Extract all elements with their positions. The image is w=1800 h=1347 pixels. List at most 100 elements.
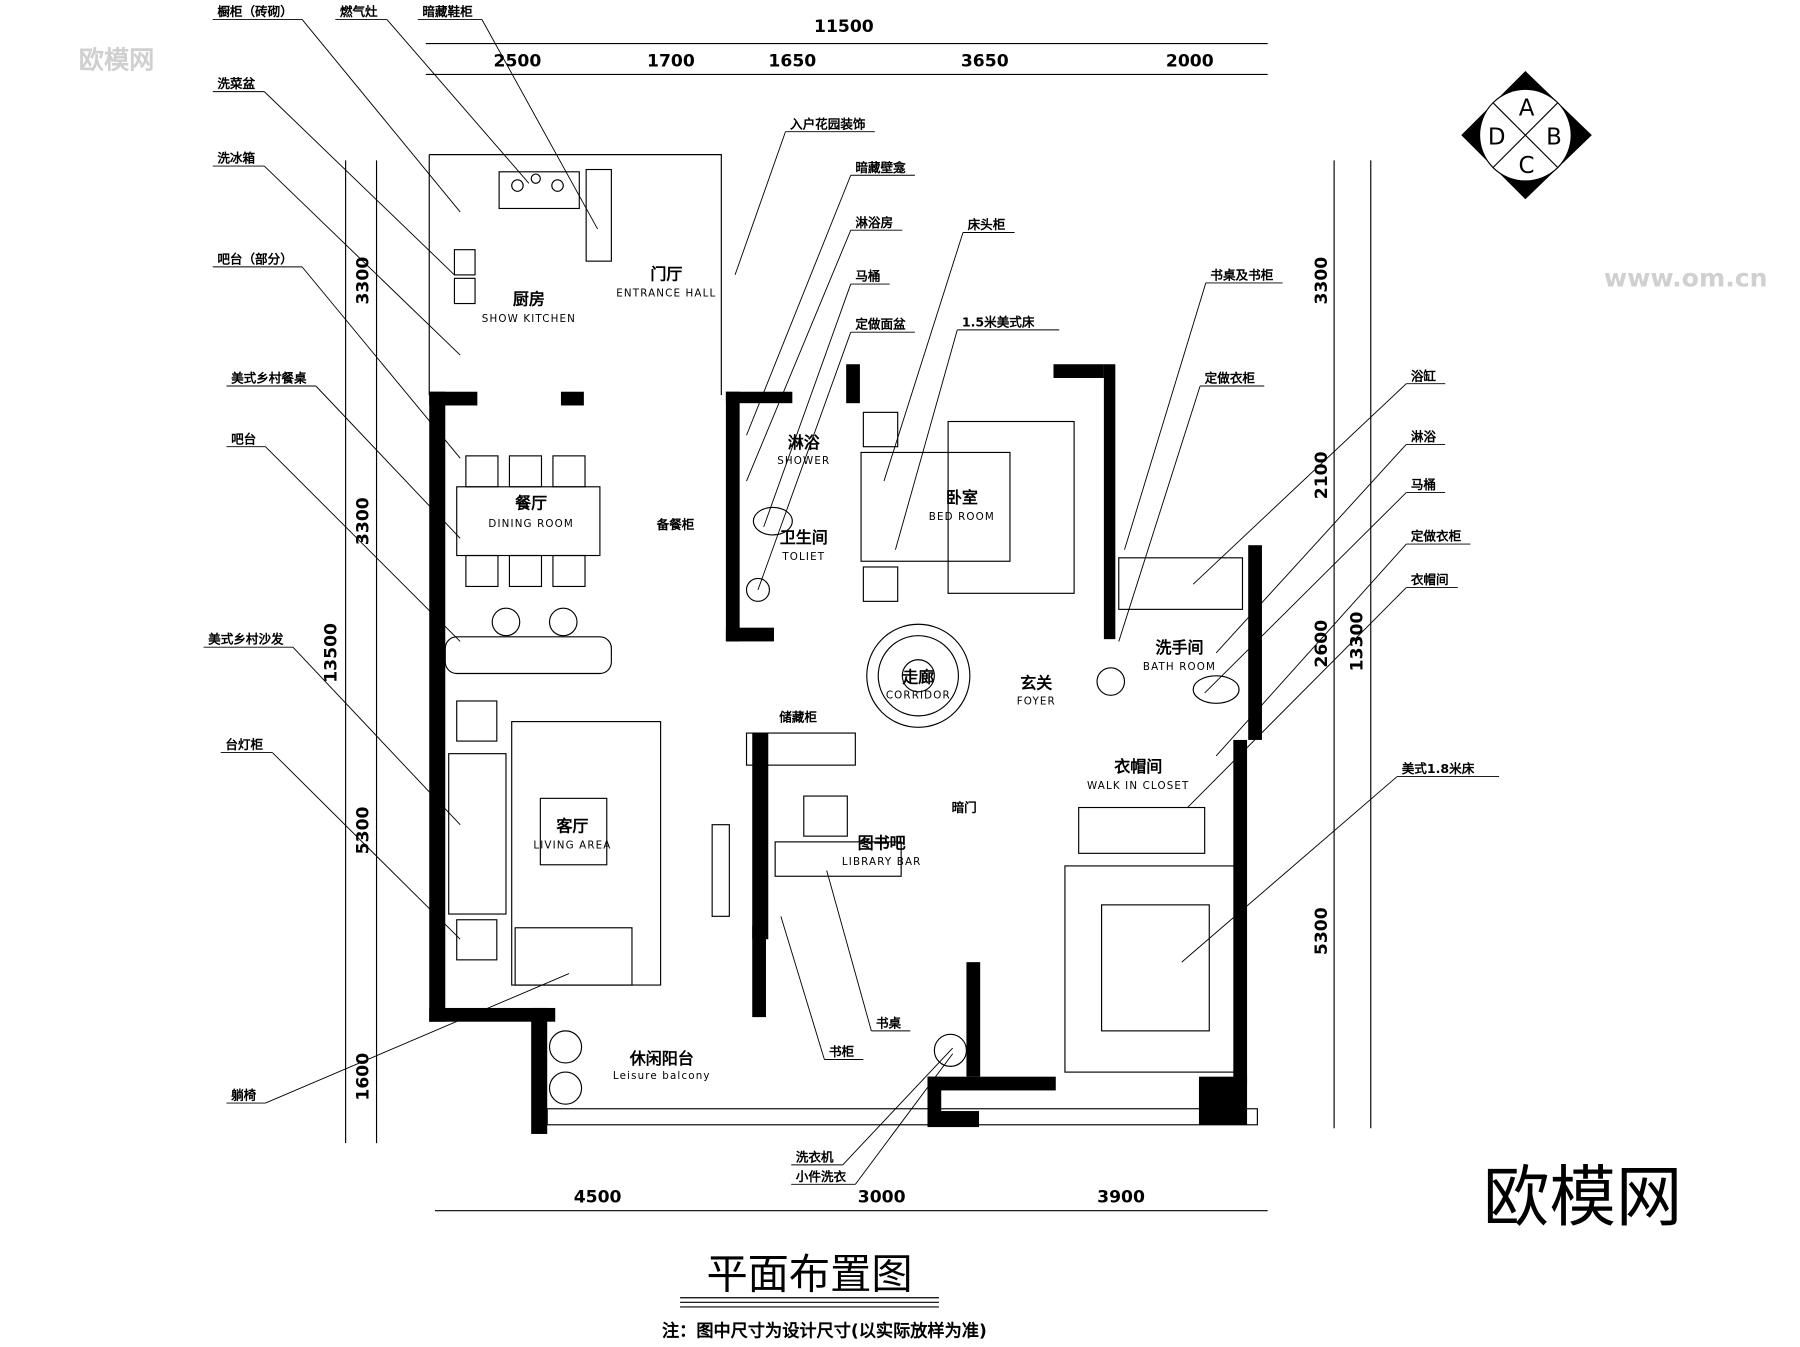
dim-right: 3300	[1312, 257, 1332, 305]
leader-line	[1204, 492, 1407, 694]
leader-label: 吧台	[231, 431, 256, 446]
leader-label: 洗冰箱	[217, 151, 255, 166]
watermark-url: www.om.cn	[1604, 263, 1768, 292]
room-name-en: WALK IN CLOSET	[1087, 780, 1189, 792]
room-name-en: SHOW KITCHEN	[482, 313, 576, 325]
leader-label: 书桌及书柜	[1210, 267, 1273, 282]
room-name: 洗手间	[1155, 638, 1203, 657]
leader-line	[263, 165, 461, 356]
leader-line	[271, 752, 461, 940]
dim-left: 3300	[354, 497, 374, 545]
room-name-en: LIBRARY BAR	[842, 856, 922, 868]
room-name: 卫生间	[780, 528, 828, 547]
dim-left: 5300	[354, 806, 374, 854]
dim-top: 1700	[647, 51, 695, 71]
leader-line	[780, 916, 825, 1060]
leader-label: 书桌	[876, 1015, 902, 1030]
room-name: 图书吧	[858, 834, 906, 853]
leader-line	[301, 266, 461, 459]
leader-line	[1215, 543, 1407, 757]
leader-label: 美式乡村餐桌	[231, 371, 307, 386]
room-name: 走廊	[901, 668, 934, 687]
room-name: 餐厅	[514, 494, 547, 513]
room-name: 淋浴	[788, 433, 821, 452]
dim-top-total: 11500	[814, 17, 874, 37]
room-name-en: TOLIET	[781, 551, 825, 563]
dim-right: 2100	[1312, 451, 1332, 499]
leader-label: 淋浴房	[855, 215, 893, 230]
leader-label: 美式乡村沙发	[208, 632, 284, 647]
watermark: 欧模网	[79, 46, 155, 75]
leader-line	[894, 329, 958, 550]
room-name: 暗门	[952, 800, 977, 815]
furniture	[444, 168, 1244, 1105]
dim-left-total: 13500	[321, 623, 341, 683]
room-name: 门厅	[650, 264, 682, 283]
leader-line	[265, 973, 570, 1104]
leader-line	[1118, 385, 1201, 642]
leader-line	[842, 1047, 954, 1166]
leader-line	[1124, 282, 1207, 550]
room-name-en: DINING ROOM	[488, 518, 574, 530]
leader-line	[1192, 383, 1407, 585]
room-name: 客厅	[556, 817, 588, 836]
leader-label: 燃气灶	[340, 4, 378, 19]
leader-label: 淋浴	[1411, 429, 1437, 444]
room-name: 衣帽间	[1114, 757, 1162, 776]
room-name: 休闲阳台	[629, 1049, 694, 1068]
leader-line	[763, 283, 852, 528]
dim-left: 3300	[354, 257, 374, 305]
dim-left: 1600	[354, 1053, 374, 1101]
leader-line	[854, 1053, 954, 1185]
dim-top: 3650	[961, 51, 1009, 71]
leader-line	[481, 19, 599, 230]
compass-d: D	[1488, 124, 1506, 150]
leader-label: 马桶	[855, 269, 880, 284]
room-name-en: CORRIDOR	[886, 690, 951, 702]
leader-label: 马桶	[1411, 477, 1436, 492]
room-name: 玄关	[1020, 673, 1052, 692]
leader-line	[734, 131, 786, 276]
leader-label: 小件洗衣	[796, 1169, 847, 1184]
leader-label: 浴缸	[1411, 368, 1437, 383]
leader-label: 美式1.8米床	[1402, 761, 1475, 776]
leader-label: 衣帽间	[1411, 572, 1449, 587]
compass-b: B	[1546, 124, 1562, 150]
dim-right: 2600	[1312, 620, 1332, 668]
watermark-logo: 欧模网	[1483, 1158, 1682, 1236]
leader-label: 定做衣柜	[1205, 371, 1256, 386]
leader-label: 洗菜盆	[217, 76, 255, 91]
dim-bottom: 3000	[858, 1188, 906, 1208]
page-title: 平面布置图	[706, 1251, 912, 1299]
leader-line	[1215, 444, 1407, 654]
dim-bottom: 4500	[574, 1188, 622, 1208]
room-name-en: Leisure balcony	[613, 1070, 711, 1082]
compass-a: A	[1519, 96, 1535, 122]
leader-label: 吧台（部分）	[217, 251, 292, 266]
room-name: 卧室	[946, 488, 978, 507]
leader-label: 书柜	[829, 1044, 855, 1059]
room-name-en: FOYER	[1017, 695, 1056, 707]
leader-line	[301, 19, 461, 213]
room-name-en: BED ROOM	[929, 511, 995, 523]
leader-label: 床头柜	[968, 217, 1006, 232]
leader-line	[746, 230, 852, 482]
leader-label: 定做面盆	[855, 317, 906, 332]
leader-label: 暗藏壁龛	[855, 160, 906, 175]
leader-label: 橱柜（砖砌）	[217, 4, 292, 19]
leader-label: 台灯柜	[225, 737, 263, 752]
leader-line	[265, 446, 461, 642]
room-name: 储藏柜	[779, 710, 817, 725]
room-name-en: BATH ROOM	[1143, 661, 1216, 673]
leader-line	[757, 332, 852, 591]
room-name-en: ENTRANCE HALL	[616, 288, 716, 300]
leader-label: 入户花园装饰	[789, 116, 866, 131]
leader-line	[1181, 776, 1398, 963]
note: 注：图中尺寸为设计尺寸(以实际放样为准)	[662, 1321, 987, 1342]
room-name-en: LIVING AREA	[533, 840, 611, 852]
walls	[428, 154, 1262, 1134]
dim-top: 2500	[494, 51, 542, 71]
